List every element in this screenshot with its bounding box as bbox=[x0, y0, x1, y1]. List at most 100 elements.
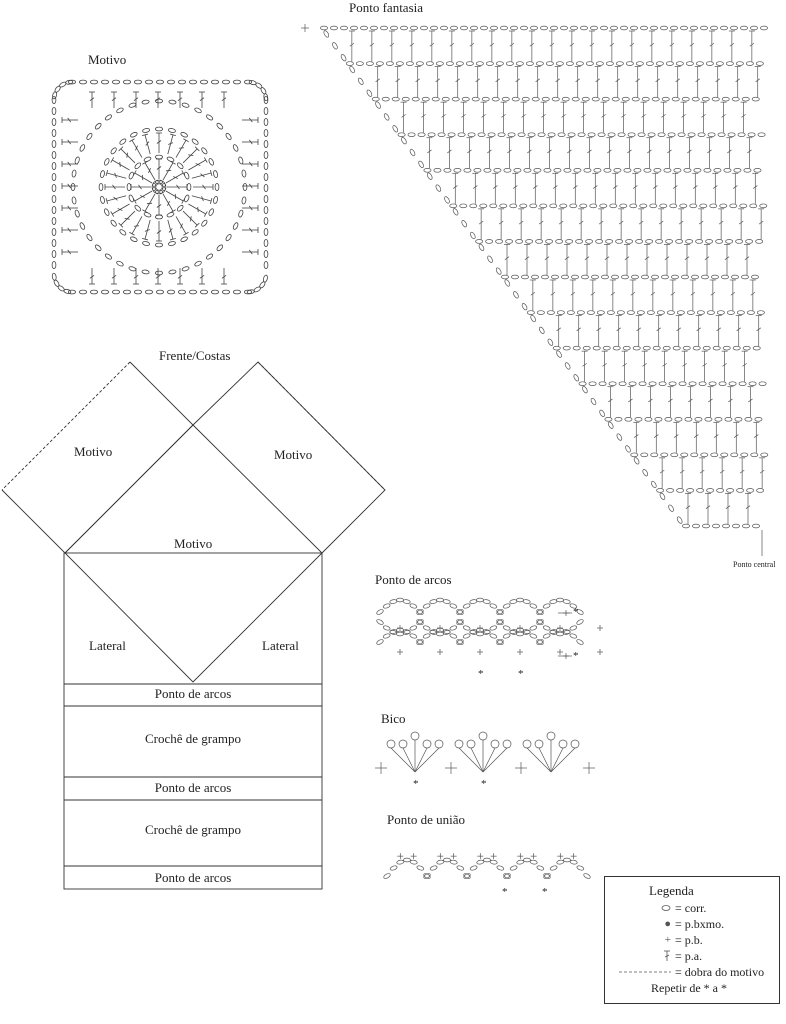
dc-stitch-bar bbox=[507, 149, 512, 154]
dc-stitch-bar bbox=[668, 398, 673, 403]
dc-stitch-bar bbox=[478, 220, 484, 225]
chain-stitch bbox=[144, 79, 153, 85]
picot bbox=[434, 739, 444, 749]
dc-stitch-bar bbox=[529, 42, 535, 47]
chain-stitch bbox=[575, 239, 584, 244]
chain-stitch bbox=[155, 242, 164, 248]
dc-stitch-top bbox=[209, 197, 213, 204]
chain-stitch bbox=[582, 345, 591, 351]
chain-stitch bbox=[710, 452, 719, 458]
dc-stitch-bar bbox=[572, 185, 578, 189]
dc-stitch-top bbox=[142, 209, 148, 214]
chain-stitch bbox=[699, 203, 708, 209]
dc-stitch-bar bbox=[701, 114, 706, 118]
chain-stitch bbox=[489, 633, 498, 639]
dc-stitch bbox=[144, 193, 156, 212]
chain-stitch bbox=[587, 132, 596, 137]
chain-stitch bbox=[112, 289, 121, 295]
chain-stitch bbox=[622, 345, 631, 351]
chain-stitch bbox=[729, 203, 738, 209]
chain-stitch bbox=[541, 274, 549, 280]
chain-stitch bbox=[688, 381, 697, 386]
chain-stitch bbox=[601, 96, 610, 102]
dc-stitch-bar bbox=[576, 327, 582, 332]
dc-stitch-bar bbox=[690, 291, 696, 296]
chain-stitch bbox=[416, 609, 424, 615]
chain-stitch bbox=[416, 609, 424, 615]
chain-stitch bbox=[210, 289, 219, 295]
chain-stitch bbox=[491, 96, 500, 102]
dc-stitch-bar bbox=[375, 78, 381, 83]
chain-stitch bbox=[739, 203, 748, 209]
dc-stitch-bar bbox=[67, 139, 72, 145]
bico-chart bbox=[375, 731, 595, 774]
dc-stitch-bar bbox=[512, 185, 518, 189]
picot bbox=[466, 739, 476, 749]
chain-stitch bbox=[692, 345, 701, 351]
chain-stitch bbox=[476, 631, 484, 637]
center-motivo-diamond bbox=[64, 424, 323, 683]
chain-stitch bbox=[130, 236, 138, 242]
chain-stitch bbox=[539, 203, 548, 209]
chain-stitch bbox=[553, 168, 562, 173]
dc-stitch-top bbox=[194, 222, 200, 228]
chain-stitch bbox=[579, 203, 588, 209]
chain-stitch bbox=[660, 452, 669, 458]
chain-stitch bbox=[462, 603, 471, 609]
chain-stitch bbox=[410, 25, 418, 31]
chain-stitch bbox=[723, 168, 732, 173]
dc-stitch-bar bbox=[592, 185, 598, 189]
picot-stem bbox=[414, 747, 428, 773]
dc-stitch-bar bbox=[595, 78, 601, 83]
chain-stitch bbox=[636, 310, 645, 315]
dc-stitch bbox=[182, 210, 198, 226]
chain-stitch bbox=[456, 619, 464, 625]
chain-stitch bbox=[206, 253, 214, 260]
chain-stitch bbox=[690, 452, 699, 458]
dc-stitch-bar bbox=[692, 185, 698, 189]
chain-stitch bbox=[731, 96, 740, 102]
chain-stitch bbox=[751, 274, 759, 280]
chain-stitch bbox=[112, 79, 121, 85]
chain-stitch bbox=[655, 239, 664, 244]
chain-stitch bbox=[51, 239, 57, 248]
chain-stitch bbox=[680, 25, 688, 31]
dc-stitch-bar bbox=[729, 42, 735, 47]
chain-stitch bbox=[133, 79, 142, 85]
dc-stitch-bar bbox=[501, 114, 506, 118]
chain-stitch bbox=[436, 597, 444, 603]
chain-stitch bbox=[201, 219, 208, 227]
dc-stitch-bar bbox=[549, 42, 555, 47]
dc-stitch-bar bbox=[126, 152, 128, 158]
dc-stitch-bar bbox=[621, 114, 626, 118]
chain-stitch bbox=[126, 182, 132, 191]
chain-stitch bbox=[702, 523, 710, 529]
chain-stitch bbox=[263, 161, 269, 170]
chain-stitch bbox=[517, 132, 526, 137]
chain-stitch bbox=[620, 25, 628, 31]
chain-stitch bbox=[440, 25, 448, 31]
chain-stitch bbox=[213, 195, 218, 204]
dc-stitch-top bbox=[169, 237, 176, 241]
chain-stitch bbox=[757, 132, 766, 137]
chain-stitch bbox=[679, 203, 688, 209]
chain-stitch bbox=[68, 289, 77, 295]
chain-stitch bbox=[643, 168, 652, 173]
chain-stitch bbox=[416, 639, 424, 645]
chain-stitch bbox=[416, 865, 425, 871]
chain-stitch bbox=[499, 203, 508, 209]
chain-stitch bbox=[420, 25, 428, 31]
dc-stitch-bar bbox=[601, 114, 606, 118]
chain-stitch bbox=[475, 239, 484, 244]
chain-stitch bbox=[176, 162, 184, 170]
dc-stitch bbox=[112, 159, 130, 171]
dc-stitch-bar bbox=[515, 78, 521, 83]
dc-stitch bbox=[144, 219, 151, 240]
chain-stitch bbox=[529, 603, 538, 609]
dc-stitch-bar bbox=[739, 469, 745, 474]
chain-stitch bbox=[616, 310, 625, 315]
chain-stitch bbox=[513, 291, 519, 299]
chain-stitch bbox=[565, 61, 574, 66]
chain-stitch bbox=[385, 61, 394, 66]
chain-stitch bbox=[687, 132, 696, 137]
